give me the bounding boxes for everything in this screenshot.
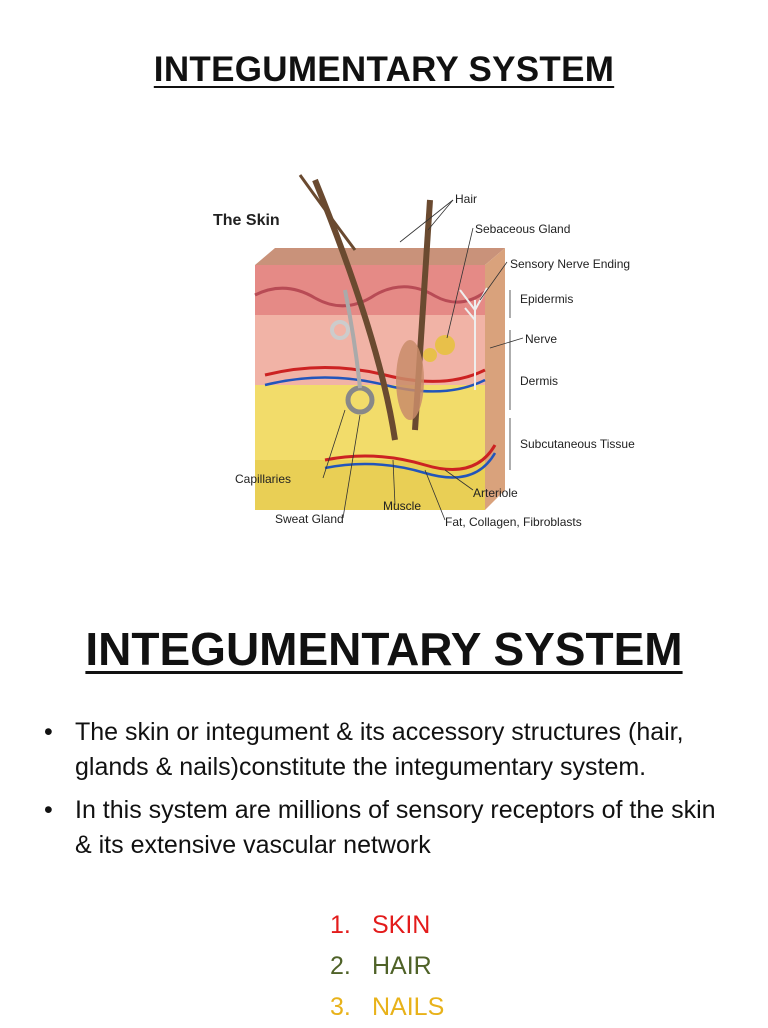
item-number: 2. [330,946,372,987]
label-capillaries: Capillaries [235,472,291,486]
item-text: NAILS [372,987,444,1028]
slide1-title: INTEGUMENTARY SYSTEM [0,50,768,90]
label-sweat-gland: Sweat Gland [275,512,344,526]
label-sensory-nerve-ending: Sensory Nerve Ending [510,257,630,271]
label-arteriole: Arteriole [473,486,518,500]
item-number: 3. [330,987,372,1028]
label-dermis: Dermis [520,374,558,388]
bullet-icon: • [44,715,53,750]
item-number: 1. [330,905,372,946]
label-fat-collagen: Fat, Collagen, Fibroblasts [445,515,582,529]
bullet-icon: • [44,793,53,828]
bullet-item: • The skin or integument & its accessory… [44,715,734,785]
label-nerve: Nerve [525,332,557,346]
label-epidermis: Epidermis [520,292,573,306]
label-sebaceous-gland: Sebaceous Gland [475,222,570,236]
label-hair: Hair [455,192,477,206]
bullet-text: The skin or integument & its accessory s… [75,718,684,781]
numbered-item-skin: 1. SKIN [330,905,444,946]
bullet-list: • The skin or integument & its accessory… [44,715,734,871]
item-text: HAIR [372,946,432,987]
slide2-title: INTEGUMENTARY SYSTEM [0,622,768,676]
bullet-text: In this system are millions of sensory r… [75,796,716,859]
skin-diagram: The Skin Hair Sebaceous Gland Sensory Ne… [205,170,645,540]
label-subcutaneous-tissue: Subcutaneous Tissue [520,437,635,451]
bullet-item: • In this system are millions of sensory… [44,793,734,863]
numbered-list: 1. SKIN 2. HAIR 3. NAILS [330,905,444,1028]
label-muscle: Muscle [383,499,421,513]
numbered-item-nails: 3. NAILS [330,987,444,1028]
figure-title: The Skin [213,212,280,229]
numbered-item-hair: 2. HAIR [330,946,444,987]
item-text: SKIN [372,905,430,946]
